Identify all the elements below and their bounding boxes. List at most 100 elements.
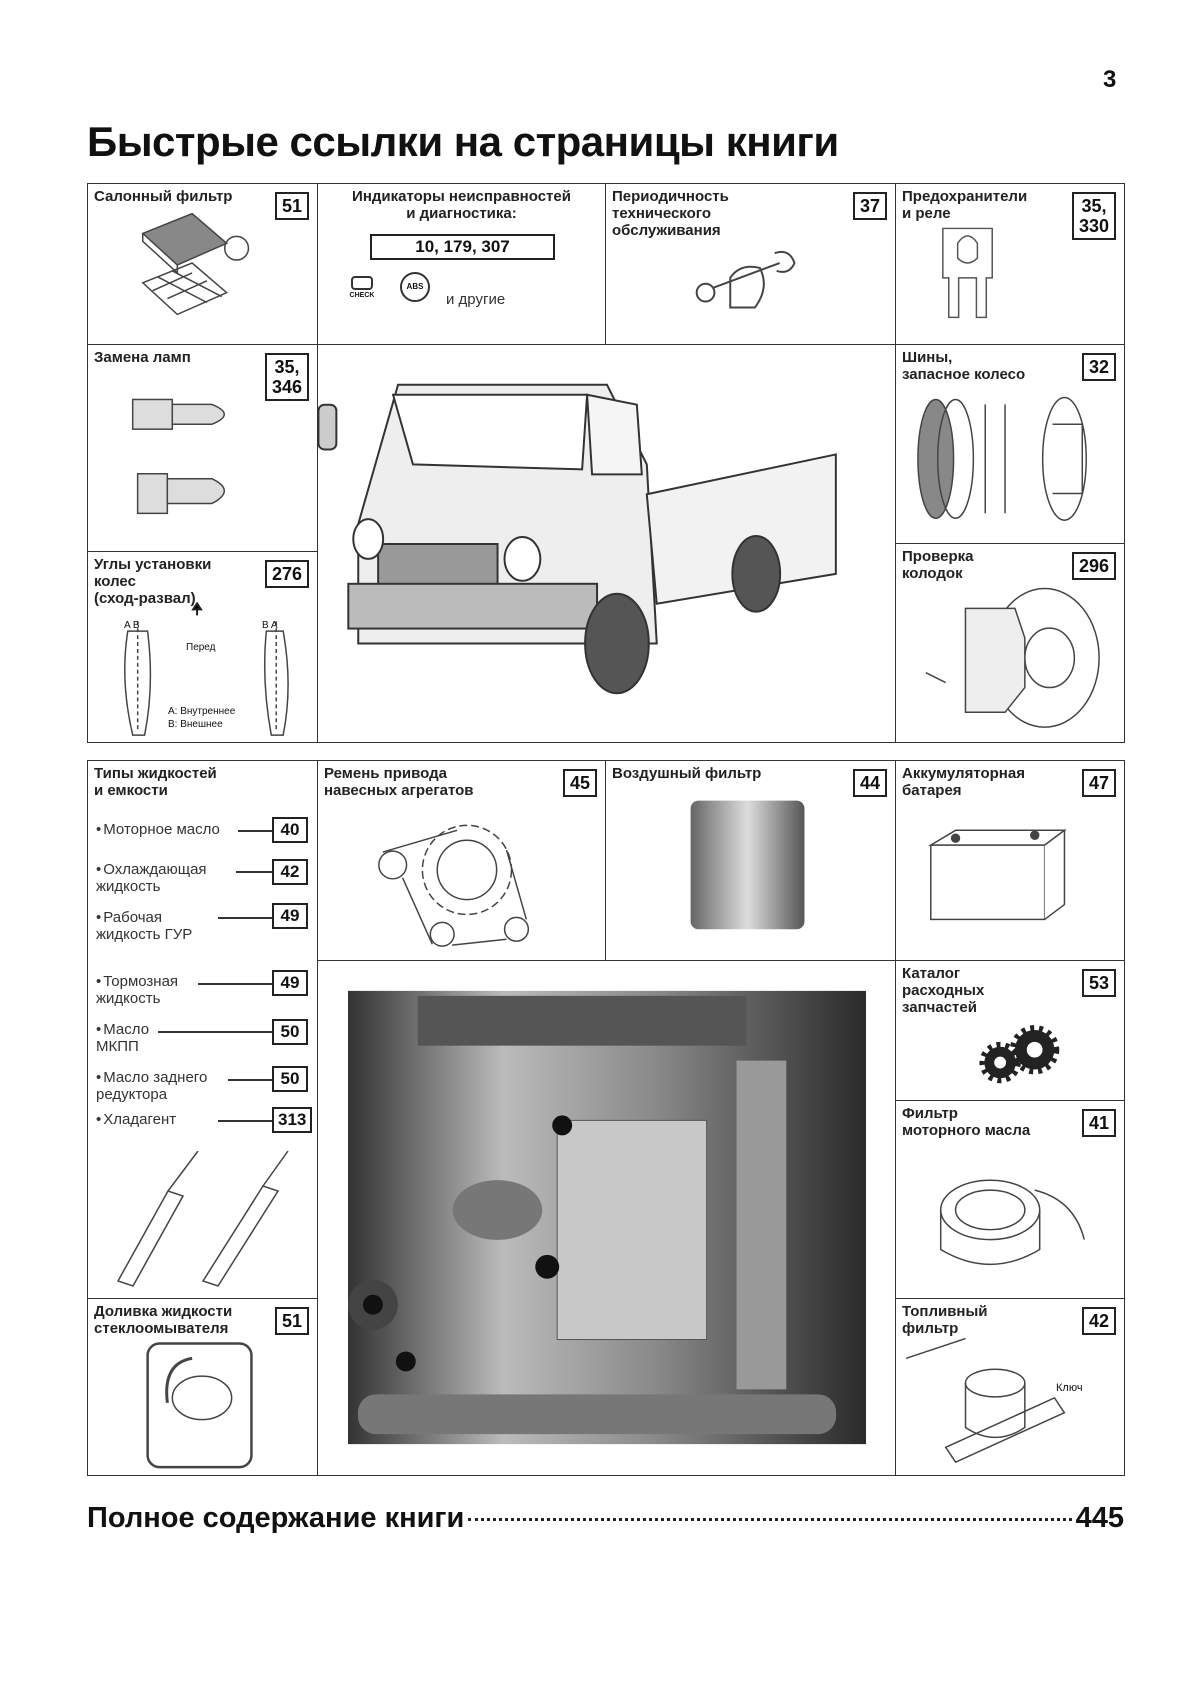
fluid-item-power-steering: Рабочая жидкость ГУР [96, 909, 192, 943]
cell-alignment[interactable]: Углы установки колес (сход-развал) 276 A… [87, 551, 318, 743]
wrench-label: Ключ [1056, 1382, 1083, 1394]
cell-title: Типы жидкостей и емкости [94, 765, 217, 799]
front-label: Перед [186, 642, 216, 653]
fluid-page-ref[interactable]: 40 [272, 817, 308, 843]
battery-illustration [928, 828, 1067, 921]
fluid-item-brake: Тормозная жидкость [96, 973, 178, 1007]
footer-page-ref: 445 [1075, 1502, 1124, 1534]
angle-label-ab: A B [124, 620, 140, 631]
cell-title: Топливный фильтр [902, 1303, 988, 1337]
washer-cap-illustration [146, 1342, 253, 1469]
lamp-bulbs-illustration [131, 398, 226, 515]
page-ref[interactable]: 41 [1081, 1109, 1116, 1137]
page-title: Быстрые ссылки на страницы книги [87, 118, 839, 165]
gears-icon [979, 1025, 1060, 1084]
fluid-page-ref[interactable]: 49 [272, 970, 308, 996]
cell-title: Периодичность технического обслуживания [612, 188, 729, 239]
page-ref[interactable]: 42 [1081, 1307, 1116, 1335]
cell-title: Углы установки колес (сход-развал) [94, 556, 212, 607]
dot-leader [468, 1518, 1072, 1521]
abs-icon: ABS [400, 272, 430, 302]
brake-caliper-illustration [925, 587, 1100, 728]
fluid-item-engine-oil: Моторное масло [96, 821, 220, 838]
fuel-filter-illustration [905, 1337, 1066, 1464]
leader-line [236, 871, 274, 873]
leader-line [228, 1079, 274, 1081]
cell-tires[interactable]: Шины, запасное колесо 32 [895, 344, 1125, 544]
leader-line [158, 1031, 274, 1033]
cell-belt[interactable]: Ремень привода навесных агрегатов 45 [317, 760, 606, 961]
page-ref[interactable]: 35, 346 [264, 353, 309, 401]
truck-image [317, 344, 896, 743]
full-contents-link[interactable]: Полное содержание книги 445 [87, 1502, 1124, 1535]
fluid-item-rear-axle-oil: Масло заднего редуктора [96, 1069, 207, 1103]
leader-line [218, 917, 274, 919]
cell-title: Ремень привода навесных агрегатов [324, 765, 474, 799]
cabin-filter-illustration [141, 212, 250, 316]
cell-title: Проверка колодок [902, 548, 974, 582]
fluid-item-refrigerant: Хладагент [96, 1111, 176, 1128]
cell-title: Шины, запасное колесо [902, 349, 1026, 383]
cell-diagnostics[interactable]: Индикаторы неисправностей и диагностика:… [317, 183, 606, 345]
truck-illustration [318, 383, 837, 695]
page-number: 3 [1103, 66, 1117, 93]
page-ref[interactable]: 51 [274, 1307, 309, 1335]
cell-washer[interactable]: Доливка жидкости стеклоомывателя 51 [87, 1298, 318, 1476]
cell-maintenance[interactable]: Периодичность технического обслуживания … [605, 183, 896, 345]
cell-title: Каталог расходных запчастей [902, 965, 985, 1016]
page-ref[interactable]: 53 [1081, 969, 1116, 997]
outer-label: В: Внешнее [168, 719, 223, 730]
cell-title: Фильтр моторного масла [902, 1105, 1031, 1139]
leader-line [198, 983, 274, 985]
dipstick-illustration [116, 1151, 289, 1287]
fluid-page-ref[interactable]: 313 [272, 1107, 313, 1133]
fluid-page-ref[interactable]: 50 [272, 1066, 308, 1092]
page-ref[interactable]: 37 [852, 192, 887, 220]
fluid-page-ref[interactable]: 50 [272, 1019, 308, 1045]
engine-bay-image [317, 960, 896, 1476]
engine-bay-illustration [348, 990, 866, 1445]
fluid-page-ref[interactable]: 42 [272, 859, 308, 885]
page-ref[interactable]: 276 [264, 560, 309, 588]
fluid-page-ref[interactable]: 49 [272, 903, 308, 929]
cell-title: Салонный фильтр [94, 188, 233, 205]
cell-brakes[interactable]: Проверка колодок 296 [895, 543, 1125, 743]
cell-battery[interactable]: Аккумуляторная батарея 47 [895, 760, 1125, 961]
leader-line [218, 1120, 274, 1122]
page-ref[interactable]: 10, 179, 307 [370, 234, 555, 260]
cell-title: Замена ламп [94, 349, 191, 366]
inner-label: А: Внутреннее [168, 706, 236, 717]
cell-parts-catalog[interactable]: Каталог расходных запчастей 53 [895, 960, 1125, 1101]
cell-air-filter[interactable]: Воздушный фильтр 44 [605, 760, 896, 961]
cell-oil-filter[interactable]: Фильтр моторного масла 41 [895, 1100, 1125, 1299]
cell-fluids: Типы жидкостей и емкости Моторное масло … [87, 760, 318, 1299]
belt-diagram [378, 824, 530, 947]
cell-cabin-filter[interactable]: Салонный фильтр 51 [87, 183, 318, 345]
cell-title: Индикаторы неисправностей и диагностика: [352, 188, 571, 222]
page-ref[interactable]: 296 [1071, 552, 1116, 580]
air-filter-illustration [690, 800, 805, 930]
page-ref[interactable]: 45 [562, 769, 597, 797]
cell-title: Аккумуляторная батарея [902, 765, 1025, 799]
page-ref[interactable]: 47 [1081, 769, 1116, 797]
page-ref[interactable]: 51 [274, 192, 309, 220]
fluid-item-coolant: Охлаждающая жидкость [96, 861, 207, 895]
fluid-item-gearbox-oil: Масло МКПП [96, 1021, 149, 1055]
page-ref[interactable]: 44 [852, 769, 887, 797]
cell-lamps[interactable]: Замена ламп 35, 346 [87, 344, 318, 552]
tire-wheel-illustration [917, 396, 1087, 521]
wheel-alignment-diagram [124, 601, 289, 736]
cell-title: Предохранители и реле [902, 188, 1028, 222]
cell-title: Доливка жидкости стеклоомывателя [94, 1303, 233, 1337]
cell-fuel-filter[interactable]: Топливный фильтр 42 Ключ [895, 1298, 1125, 1476]
page-ref[interactable]: 35, 330 [1071, 192, 1116, 240]
angle-label-ba: B A [262, 620, 278, 631]
oil-filter-illustration [939, 1179, 1085, 1265]
leader-line [238, 830, 274, 832]
cell-fuses[interactable]: Предохранители и реле 35, 330 [895, 183, 1125, 345]
other-label: и другие [446, 291, 506, 308]
check-engine-icon: CHECK [348, 276, 376, 299]
page-ref[interactable]: 32 [1081, 353, 1116, 381]
footer-label: Полное содержание книги [87, 1502, 465, 1534]
fuse-icon [942, 227, 993, 319]
